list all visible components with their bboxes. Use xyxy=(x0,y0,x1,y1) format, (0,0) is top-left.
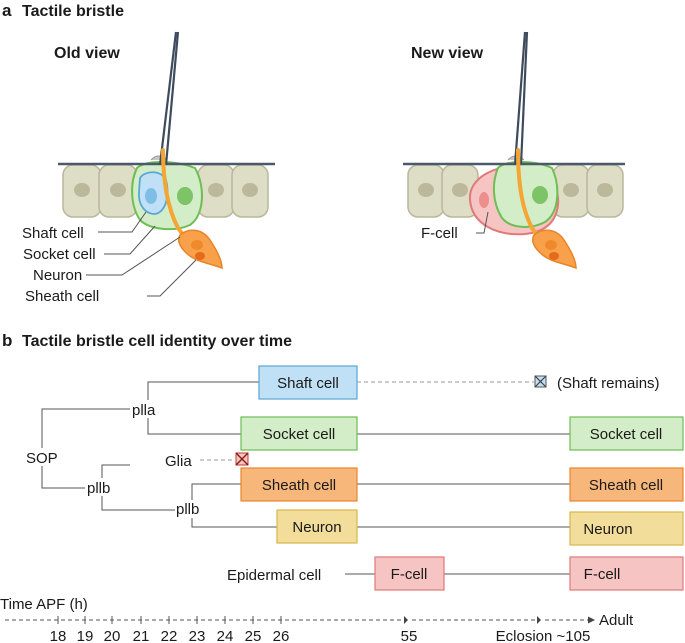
panel-a-letter: a xyxy=(2,1,12,20)
tick-26: 26 xyxy=(273,628,290,643)
label-f-cell: F-cell xyxy=(421,225,458,242)
label-shaft-remains: (Shaft remains) xyxy=(557,375,660,392)
label-plla: plla xyxy=(132,402,156,419)
panel-b-title: Tactile bristle cell identity over time xyxy=(22,333,292,350)
panel-a-title: Tactile bristle xyxy=(22,3,124,20)
box-socket-right-label: Socket cell xyxy=(590,426,663,443)
box-neuron-right: Neuron xyxy=(569,511,684,546)
box-shaft-left: Shaft cell xyxy=(258,365,358,400)
sheath-neuron-shape xyxy=(178,229,223,270)
box-neuron-right-label: Neuron xyxy=(583,521,632,538)
box-fcell-right: F-cell xyxy=(569,556,684,591)
label-pllb: pllb xyxy=(87,480,110,497)
old-view-title: Old view xyxy=(54,45,120,62)
tick-23: 23 xyxy=(189,628,206,643)
timeline-label: Time APF (h) xyxy=(0,596,88,613)
tick-eclosion: Eclosion ~105 xyxy=(496,628,591,643)
shaft-death-mark xyxy=(534,375,547,388)
glia-death-mark xyxy=(235,452,249,466)
box-sheath-right-label: Sheath cell xyxy=(589,477,663,494)
label-socket-cell: Socket cell xyxy=(23,246,96,263)
label-neuron: Neuron xyxy=(33,267,82,284)
tick-20: 20 xyxy=(104,628,121,643)
box-neuron-left: Neuron xyxy=(276,509,358,544)
box-sheath-left-label: Sheath cell xyxy=(262,477,336,494)
panel-b-letter: b xyxy=(2,331,12,350)
box-socket-right: Socket cell xyxy=(569,416,684,451)
new-view-title: New view xyxy=(411,45,484,62)
box-fcell-left: F-cell xyxy=(374,556,445,591)
label-epidermal-cell: Epidermal cell xyxy=(227,567,321,584)
sheath-neuron-shape-new xyxy=(532,229,577,270)
box-shaft-left-label: Shaft cell xyxy=(277,375,339,392)
box-socket-left-label: Socket cell xyxy=(263,426,336,443)
label-pllb-2: pllb xyxy=(176,501,199,518)
box-fcell-right-label: F-cell xyxy=(584,566,621,583)
tick-55: 55 xyxy=(401,628,418,643)
label-sop: SOP xyxy=(26,450,58,467)
bristle-shaft xyxy=(158,31,178,166)
old-view-illustration: Old view xyxy=(54,31,275,297)
tick-19: 19 xyxy=(77,628,94,643)
timeline-ticks: 18 19 20 21 22 23 24 25 26 55 Eclosion ~… xyxy=(50,628,591,643)
box-neuron-left-label: Neuron xyxy=(292,519,341,536)
tick-21: 21 xyxy=(133,628,150,643)
timeline-end-label: Adult xyxy=(599,612,634,629)
lineage-tree xyxy=(41,381,570,575)
new-view-illustration: New view xyxy=(403,31,625,270)
tick-24: 24 xyxy=(217,628,234,643)
label-glia: Glia xyxy=(165,453,192,470)
timeline-axis xyxy=(5,616,595,624)
label-shaft-cell: Shaft cell xyxy=(22,225,84,242)
box-sheath-left: Sheath cell xyxy=(240,467,358,502)
bristle-shaft-new xyxy=(513,31,527,166)
label-sheath-cell: Sheath cell xyxy=(25,288,99,305)
tick-22: 22 xyxy=(161,628,178,643)
box-sheath-right: Sheath cell xyxy=(569,467,684,502)
tick-18: 18 xyxy=(50,628,67,643)
tick-25: 25 xyxy=(245,628,262,643)
box-fcell-left-label: F-cell xyxy=(391,566,428,583)
box-socket-left: Socket cell xyxy=(240,416,358,451)
